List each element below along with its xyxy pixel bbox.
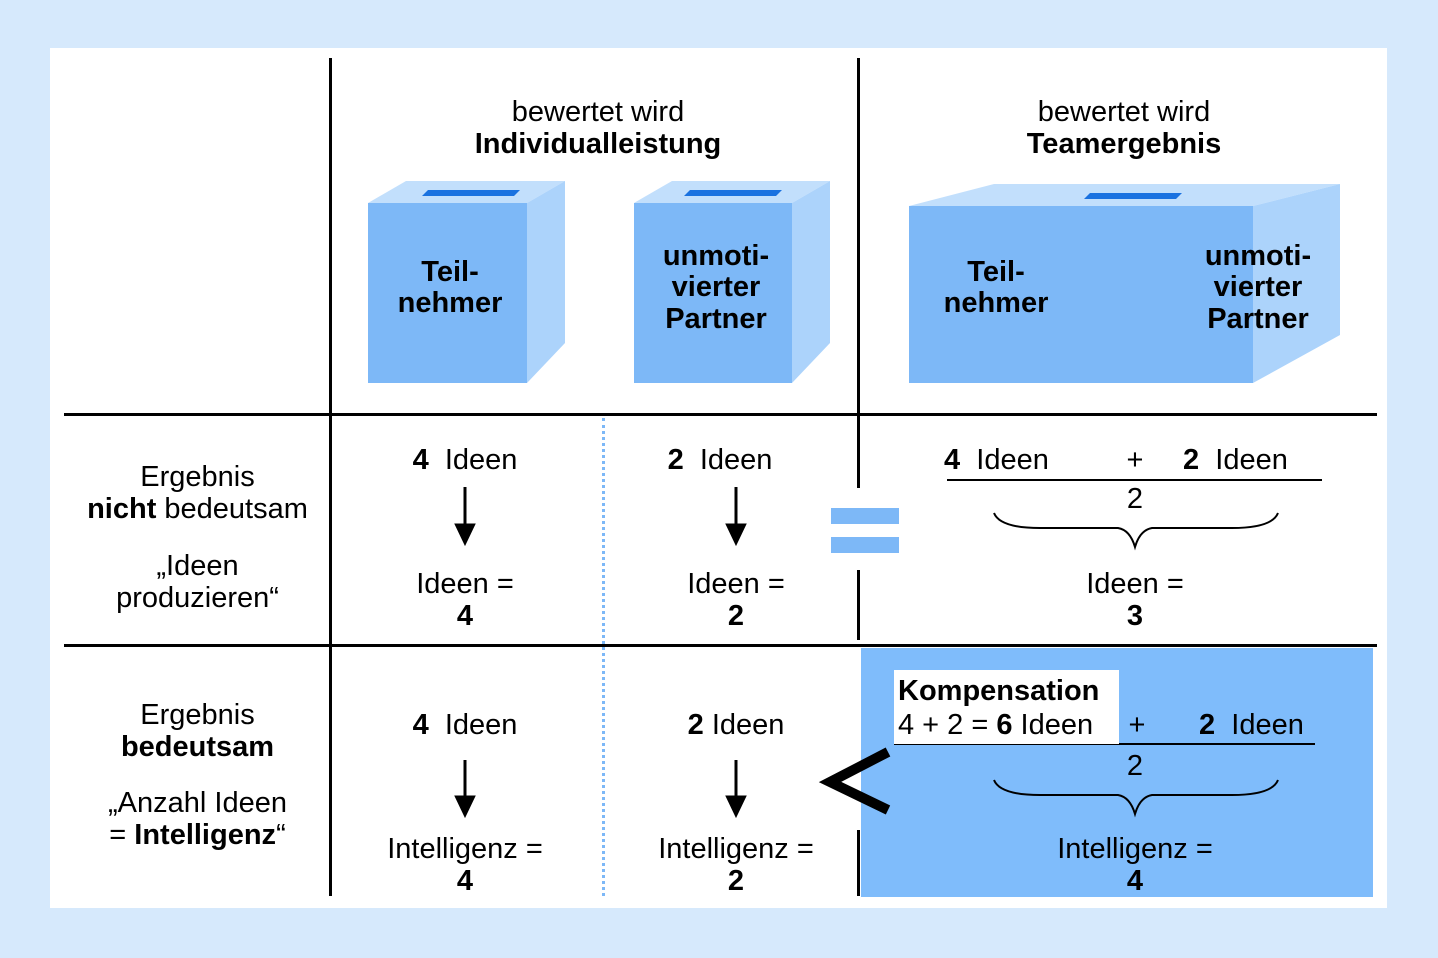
box-partner-line2: vierter — [671, 271, 761, 303]
compensation-title: Kompensation — [898, 675, 1100, 707]
row1-team-result-label: Ideen = — [1086, 568, 1184, 600]
row2-label-q2-pre: = — [109, 819, 135, 851]
row1-label-bold: nicht — [87, 493, 157, 525]
row2-par-result-value: 2 — [727, 865, 745, 897]
row1-team-result-value: 3 — [1126, 600, 1144, 632]
box-front — [909, 206, 1253, 383]
row1-par-unit: Ideen — [699, 444, 773, 476]
brace-row1 — [993, 512, 1279, 551]
box-slot — [422, 190, 520, 196]
row1-par-result-value: 2 — [727, 600, 745, 632]
ballot-box-partner — [634, 181, 830, 383]
row2-label-q2-bold: Intelligenz — [134, 819, 277, 851]
less-than-symbol — [818, 747, 891, 815]
row1-label-quote2: produzieren“ — [116, 582, 279, 614]
row1-ind-num: 4 — [412, 444, 429, 476]
ballot-box-participant — [368, 181, 565, 383]
compensation-callout — [894, 670, 1119, 744]
row1-label-rest: bedeutsam — [156, 493, 308, 525]
row1-team-a-unit: Ideen — [976, 444, 1049, 476]
row2-team-b: 2 Ideen — [1199, 709, 1304, 741]
ballot-box-team — [909, 184, 1340, 383]
compensation-pre: 4 + 2 = — [898, 709, 997, 741]
row1-team-a-num: 4 — [944, 444, 961, 476]
row1-team-b: 2 Ideen — [1183, 444, 1288, 476]
row1-par-ideas: 2 Ideen — [620, 444, 820, 476]
row1-ind-unit: Ideen — [444, 444, 518, 476]
team-box-participant-line1: Teil- — [967, 256, 1025, 288]
row2-label-quote1: „Anzahl Ideen — [108, 787, 287, 819]
row1-ind-result-label: Ideen = — [416, 568, 514, 600]
row1-label-line1: Ergebnis — [140, 461, 255, 493]
grid-line-vertical-left — [329, 58, 332, 896]
arrows — [454, 487, 747, 819]
row2-label-q2-post: “ — [276, 819, 286, 851]
team-box-partner-line2: vierter — [1213, 271, 1303, 303]
row1-par-num: 2 — [667, 444, 684, 476]
brace-row2 — [993, 779, 1279, 818]
row2-ind-num: 4 — [412, 709, 429, 741]
grid-line-horizontal-bottom — [64, 644, 1377, 647]
team-box-participant-line2: nehmer — [943, 287, 1049, 319]
row2-par-ideas: 2 Ideen — [636, 709, 836, 741]
row1-team-divisor: 2 — [1126, 483, 1144, 515]
row2-label-line2: bedeutsam — [120, 731, 275, 763]
row2-ind-result-label: Intelligenz = — [387, 833, 543, 865]
compensation-post: Ideen — [1012, 709, 1094, 741]
row1-team-plus: + — [1126, 444, 1144, 476]
box-side — [1253, 184, 1340, 383]
row2-ind-result-value: 4 — [456, 865, 474, 897]
row2-par-num: 2 — [687, 709, 704, 741]
grid-line-vertical-middle-bottom-b — [857, 830, 860, 896]
row1-team-a: 4 Ideen — [944, 444, 1049, 476]
box-side — [792, 181, 830, 383]
row2-team-result-label: Intelligenz = — [1057, 833, 1213, 865]
row2-team-divisor: 2 — [1126, 750, 1144, 782]
header-individual-line1: bewertet wird — [511, 96, 685, 128]
row2-par-result-label: Intelligenz = — [658, 833, 814, 865]
row1-team-b-num: 2 — [1183, 444, 1200, 476]
row2-team-b-unit: Ideen — [1231, 709, 1304, 741]
row2-team-result-value: 4 — [1126, 865, 1144, 897]
grid-line-horizontal-top — [64, 413, 1377, 416]
header-individual-line2: Individualleistung — [474, 128, 722, 160]
row1-par-result-label: Ideen = — [687, 568, 785, 600]
box-slot — [684, 190, 782, 196]
compensation-equation: 4 + 2 = 6 Ideen — [898, 709, 1093, 741]
row2-par-unit: Ideen — [711, 709, 785, 741]
box-partner-line3: Partner — [665, 303, 767, 335]
header-team-line2: Teamergebnis — [1026, 128, 1222, 160]
box-partner-line1: unmoti- — [662, 240, 770, 272]
box-slot — [1084, 193, 1182, 199]
team-box-partner-line1: unmoti- — [1204, 240, 1312, 272]
row2-ind-ideas: 4 Ideen — [365, 709, 565, 741]
row2-team-b-num: 2 — [1199, 709, 1216, 741]
row1-ind-result-value: 4 — [456, 600, 474, 632]
row2-team-plus: + — [1128, 709, 1146, 741]
row2-ind-unit: Ideen — [444, 709, 518, 741]
grid-line-vertical-middle-top — [857, 58, 860, 488]
team-box-partner-line3: Partner — [1207, 303, 1309, 335]
row1-ind-ideas: 4 Ideen — [365, 444, 565, 476]
box-front — [634, 203, 792, 383]
row1-team-b-unit: Ideen — [1215, 444, 1288, 476]
row2-label-quote2: = Intelligenz“ — [60, 819, 335, 851]
box-participant-line2: nehmer — [397, 287, 503, 319]
grid-line-dotted — [602, 418, 605, 896]
box-side — [527, 181, 565, 383]
compensation-bold: 6 — [996, 709, 1013, 741]
box-participant-line1: Teil- — [421, 256, 479, 288]
equals-symbol — [831, 508, 899, 553]
box-front — [368, 203, 527, 383]
row1-label-line2: nicht bedeutsam — [60, 493, 335, 525]
grid-line-vertical-middle-bottom-a — [857, 570, 860, 640]
row1-label-quote1: „Ideen — [156, 550, 239, 582]
header-team-line1: bewertet wird — [1037, 96, 1211, 128]
row2-label-line1: Ergebnis — [140, 699, 255, 731]
